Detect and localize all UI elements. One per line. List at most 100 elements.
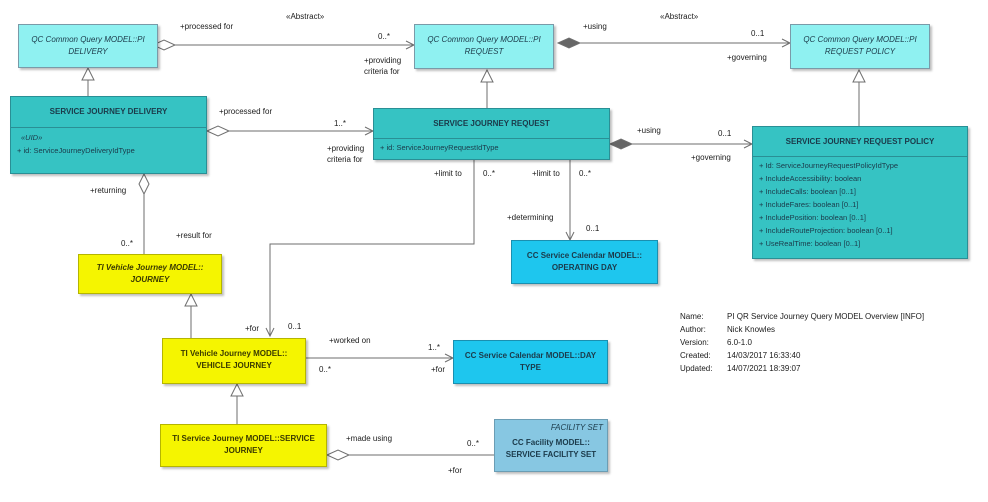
service-journey-line1: TI Service Journey MODEL::SERVICE: [172, 434, 315, 443]
label-mult-1star-dt: 1..*: [428, 343, 441, 352]
label-using-mid: +using: [637, 126, 661, 135]
day-type-line1: CC Service Calendar MODEL::DAY: [464, 351, 597, 360]
info-created-label: Created:: [680, 351, 711, 360]
label-providing-mid-2: criteria for: [327, 155, 363, 164]
label-mult-01-mid: 0..1: [718, 129, 732, 138]
info-author-label: Author:: [680, 325, 706, 334]
gen-arrow-pi-policy: [852, 68, 866, 83]
sj-policy-title: SERVICE JOURNEY REQUEST POLICY: [785, 137, 935, 146]
label-mult-01-top: 0..1: [751, 29, 765, 38]
sj-policy-attr-id: + Id: ServiceJourneyRequestPolicyIdType: [759, 161, 899, 170]
label-limit-to-1: +limit to: [434, 169, 462, 178]
operating-day-line1: CC Service Calendar MODEL::: [526, 251, 643, 260]
pi-delivery-line1: QC Common Query MODEL::PI: [31, 35, 145, 44]
operating-day-line2: OPERATING DAY: [551, 263, 618, 272]
label-abstract-right: «Abstract»: [660, 12, 699, 21]
pi-delivery-line2: DELIVERY: [68, 47, 108, 56]
day-type-box[interactable]: CC Service Calendar MODEL::DAY TYPE: [453, 340, 608, 384]
info-updated-value: 14/07/2021 18:39:07: [727, 364, 801, 373]
info-created-value: 14/03/2017 16:33:40: [727, 351, 801, 360]
sj-delivery-separator: [11, 127, 206, 128]
pi-policy-line1: QC Common Query MODEL::PI: [803, 35, 917, 44]
sj-request-policy-box[interactable]: SERVICE JOURNEY REQUEST POLICY + Id: Ser…: [752, 126, 968, 259]
vehicle-journey-line1: TI Vehicle Journey MODEL::: [180, 349, 288, 358]
info-name-label: Name:: [680, 312, 704, 321]
journey-line2: JOURNEY: [130, 275, 170, 284]
label-mult-1star-mid: 1..*: [334, 119, 347, 128]
label-mult-0star-top: 0..*: [378, 32, 391, 41]
journey-box[interactable]: TI Vehicle Journey MODEL:: JOURNEY: [78, 254, 222, 294]
sj-request-box[interactable]: SERVICE JOURNEY REQUEST + id: ServiceJou…: [373, 108, 610, 160]
sj-delivery-box[interactable]: SERVICE JOURNEY DELIVERY «UID» + id: Ser…: [10, 96, 207, 174]
sj-policy-attr-position: + IncludePosition: boolean [0..1]: [759, 213, 866, 222]
label-for-vj: +for: [245, 324, 260, 333]
journey-line1: TI Vehicle Journey MODEL::: [96, 263, 204, 272]
sj-request-title: SERVICE JOURNEY REQUEST: [433, 119, 550, 128]
diamond-sj-facility: [325, 449, 351, 461]
arrow-limit-vj: [265, 327, 275, 338]
diamond-returning: [138, 172, 150, 196]
facility-set-box[interactable]: FACILITY SET CC Facility MODEL:: SERVICE…: [494, 419, 608, 472]
service-journey-line2: JOURNEY: [224, 446, 263, 455]
label-limit-to-2: +limit to: [532, 169, 560, 178]
sj-request-separator: [374, 138, 609, 139]
label-made-using: +made using: [346, 434, 393, 443]
label-providing-top-1: +providing: [364, 56, 402, 65]
pi-request-box[interactable]: QC Common Query MODEL::PI REQUEST: [414, 24, 554, 69]
label-abstract-left: «Abstract»: [286, 12, 325, 21]
facility-set-line2: SERVICE FACILITY SET: [505, 450, 597, 459]
pi-request-line1: QC Common Query MODEL::PI: [427, 35, 541, 44]
diamond-sj-delivery: [205, 125, 231, 137]
gen-arrow-journey: [184, 292, 198, 307]
day-type-line2: TYPE: [520, 363, 541, 372]
sj-delivery-attr: + id: ServiceJourneyDeliveryIdType: [17, 146, 135, 155]
diamond-sj-request: [608, 138, 634, 150]
label-governing-mid: +governing: [691, 153, 731, 162]
label-mult-01-vj: 0..1: [288, 322, 302, 331]
label-providing-top-2: criteria for: [364, 67, 400, 76]
label-worked-on: +worked on: [329, 336, 371, 345]
label-using-top: +using: [583, 22, 607, 31]
pi-request-policy-box[interactable]: QC Common Query MODEL::PI REQUEST POLICY: [790, 24, 930, 69]
vehicle-journey-box[interactable]: TI Vehicle Journey MODEL:: VEHICLE JOURN…: [162, 338, 306, 384]
label-determining: +determining: [507, 213, 554, 222]
sj-policy-attr-fares: + IncludeFares: boolean [0..1]: [759, 200, 859, 209]
service-journey-box[interactable]: TI Service Journey MODEL::SERVICE JOURNE…: [160, 424, 327, 467]
facility-set-line1: CC Facility MODEL::: [512, 438, 590, 447]
edge-limit-vj: [269, 160, 475, 336]
sj-delivery-stereotype: «UID»: [21, 133, 43, 142]
info-version-label: Version:: [680, 338, 709, 347]
sj-request-attr: + id: ServiceJourneyRequestIdType: [380, 143, 499, 152]
info-name-value: PI QR Service Journey Query MODEL Overvi…: [727, 312, 925, 321]
label-mult-0star-lim2: 0..*: [579, 169, 592, 178]
pi-policy-line2: REQUEST POLICY: [824, 47, 896, 56]
label-mult-0star-vj: 0..*: [319, 365, 332, 374]
gen-arrow-pi-request: [480, 68, 494, 83]
sj-policy-attr-realtime: + UseRealTime: boolean [0..1]: [759, 239, 861, 248]
sj-policy-attr-calls: + IncludeCalls: boolean [0..1]: [759, 187, 856, 196]
label-result-for: +result for: [176, 231, 212, 240]
label-providing-mid-1: +providing: [327, 144, 365, 153]
label-for-dt: +for: [431, 365, 446, 374]
sj-policy-attr-route: + IncludeRouteProjection: boolean [0..1]: [759, 226, 893, 235]
sj-delivery-title: SERVICE JOURNEY DELIVERY: [49, 107, 168, 116]
info-author-value: Nick Knowles: [727, 325, 776, 334]
pi-request-line2: REQUEST: [464, 47, 504, 56]
sj-policy-attr-accessibility: + IncludeAccessibility: boolean: [759, 174, 862, 183]
label-for-fs: +for: [448, 466, 463, 475]
diamond-pi-delivery: [151, 39, 177, 51]
info-version-value: 6.0-1.0: [727, 338, 752, 347]
gen-arrow-vj: [230, 382, 244, 397]
facility-set-stereotype: FACILITY SET: [550, 423, 603, 432]
operating-day-box[interactable]: CC Service Calendar MODEL:: OPERATING DA…: [511, 240, 658, 284]
label-mult-0star-fs: 0..*: [467, 439, 480, 448]
diamond-pi-request: [556, 37, 582, 49]
label-governing-top: +governing: [727, 53, 767, 62]
info-updated-label: Updated:: [680, 364, 713, 373]
pi-delivery-box[interactable]: QC Common Query MODEL::PI DELIVERY: [18, 24, 158, 68]
label-mult-01-od: 0..1: [586, 224, 600, 233]
sj-policy-separator: [753, 156, 967, 157]
label-processed-for-mid: +processed for: [219, 107, 273, 116]
label-returning: +returning: [90, 186, 127, 195]
